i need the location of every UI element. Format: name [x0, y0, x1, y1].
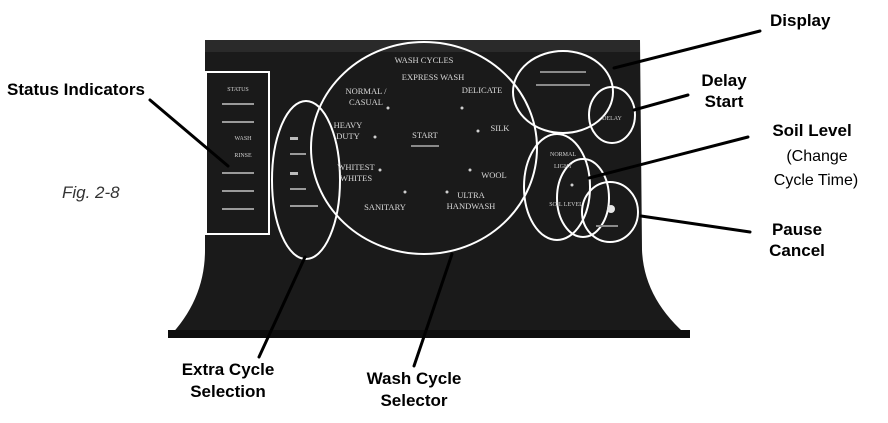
- cycle-heavy-duty-2: DUTY: [336, 131, 360, 141]
- cycle-wool: WOOL: [481, 170, 507, 180]
- callout-soil-level-note-2: Cycle Time): [774, 172, 858, 189]
- figure-label: Fig. 2-8: [62, 183, 120, 202]
- panel-top-bevel: [205, 40, 640, 52]
- start-label: START: [412, 130, 439, 140]
- status-indicators-panel: STATUS WASH RINSE: [205, 71, 270, 235]
- wash-cycle-line: [412, 252, 454, 368]
- control-panel: [168, 40, 690, 338]
- status-item-wash: WASH: [234, 136, 252, 142]
- soil-option-normal: NORMAL: [550, 152, 576, 158]
- status-item-rinse: RINSE: [234, 153, 252, 159]
- delay-start-button[interactable]: DELAY: [588, 86, 636, 144]
- display-line: [612, 29, 762, 70]
- cycle-silk: SILK: [491, 123, 511, 133]
- cycle-whitest-whites-1: WHITEST: [337, 162, 375, 172]
- callout-pause-cancel-2: Cancel: [769, 241, 825, 260]
- extra-cycle-line: [257, 255, 307, 359]
- pause-cancel-line: [639, 214, 752, 234]
- callout-extra-cycle-2: Selection: [190, 382, 266, 401]
- extra-cycle-panel: [271, 100, 341, 260]
- cycle-heavy-duty-1: HEAVY: [334, 120, 363, 130]
- soil-level-panel[interactable]: NORMAL LIGHT SOIL LEVEL: [523, 133, 610, 241]
- wash-cycles-title: WASH CYCLES: [395, 55, 454, 65]
- callout-delay-start-1: Delay: [701, 71, 747, 90]
- cycle-delicate: DELICATE: [462, 85, 503, 95]
- callout-wash-cycle-1: Wash Cycle: [367, 369, 462, 388]
- callout-display: Display: [770, 11, 831, 30]
- cycle-ultra-handwash-1: ULTRA: [457, 190, 485, 200]
- wash-cycle-selector[interactable]: WASH CYCLES EXPRESS WASH NORMAL / CASUAL…: [310, 41, 538, 255]
- cycle-normal-casual-1: NORMAL /: [345, 86, 387, 96]
- callout-status-indicators: Status Indicators: [7, 80, 145, 99]
- callout-delay-start-2: Start: [705, 92, 744, 111]
- cycle-whitest-whites-2: WHITES: [340, 173, 372, 183]
- soil-level-line: [587, 135, 750, 180]
- cycle-express-wash: EXPRESS WASH: [402, 72, 464, 82]
- cycle-ultra-handwash-2: HANDWASH: [447, 201, 496, 211]
- status-indicators-line: [148, 98, 230, 168]
- callout-soil-level: Soil Level: [772, 121, 851, 140]
- delay-start-line: [632, 93, 690, 112]
- pause-cancel-button[interactable]: [581, 181, 639, 243]
- callout-lines: [148, 29, 762, 368]
- status-heading: STATUS: [227, 87, 249, 93]
- callout-wash-cycle-2: Selector: [380, 391, 447, 410]
- cycle-normal-casual-2: CASUAL: [349, 97, 383, 107]
- panel-bottom-edge: [168, 330, 690, 338]
- callout-soil-level-note-1: (Change: [786, 148, 847, 165]
- soil-level-label: SOIL LEVEL: [549, 202, 583, 208]
- soil-option-light: LIGHT: [554, 164, 572, 170]
- callout-extra-cycle-1: Extra Cycle: [182, 360, 275, 379]
- callout-pause-cancel-1: Pause: [772, 220, 822, 239]
- cycle-sanitary: SANITARY: [364, 202, 406, 212]
- display-panel: [512, 50, 614, 134]
- delay-label: DELAY: [602, 116, 622, 122]
